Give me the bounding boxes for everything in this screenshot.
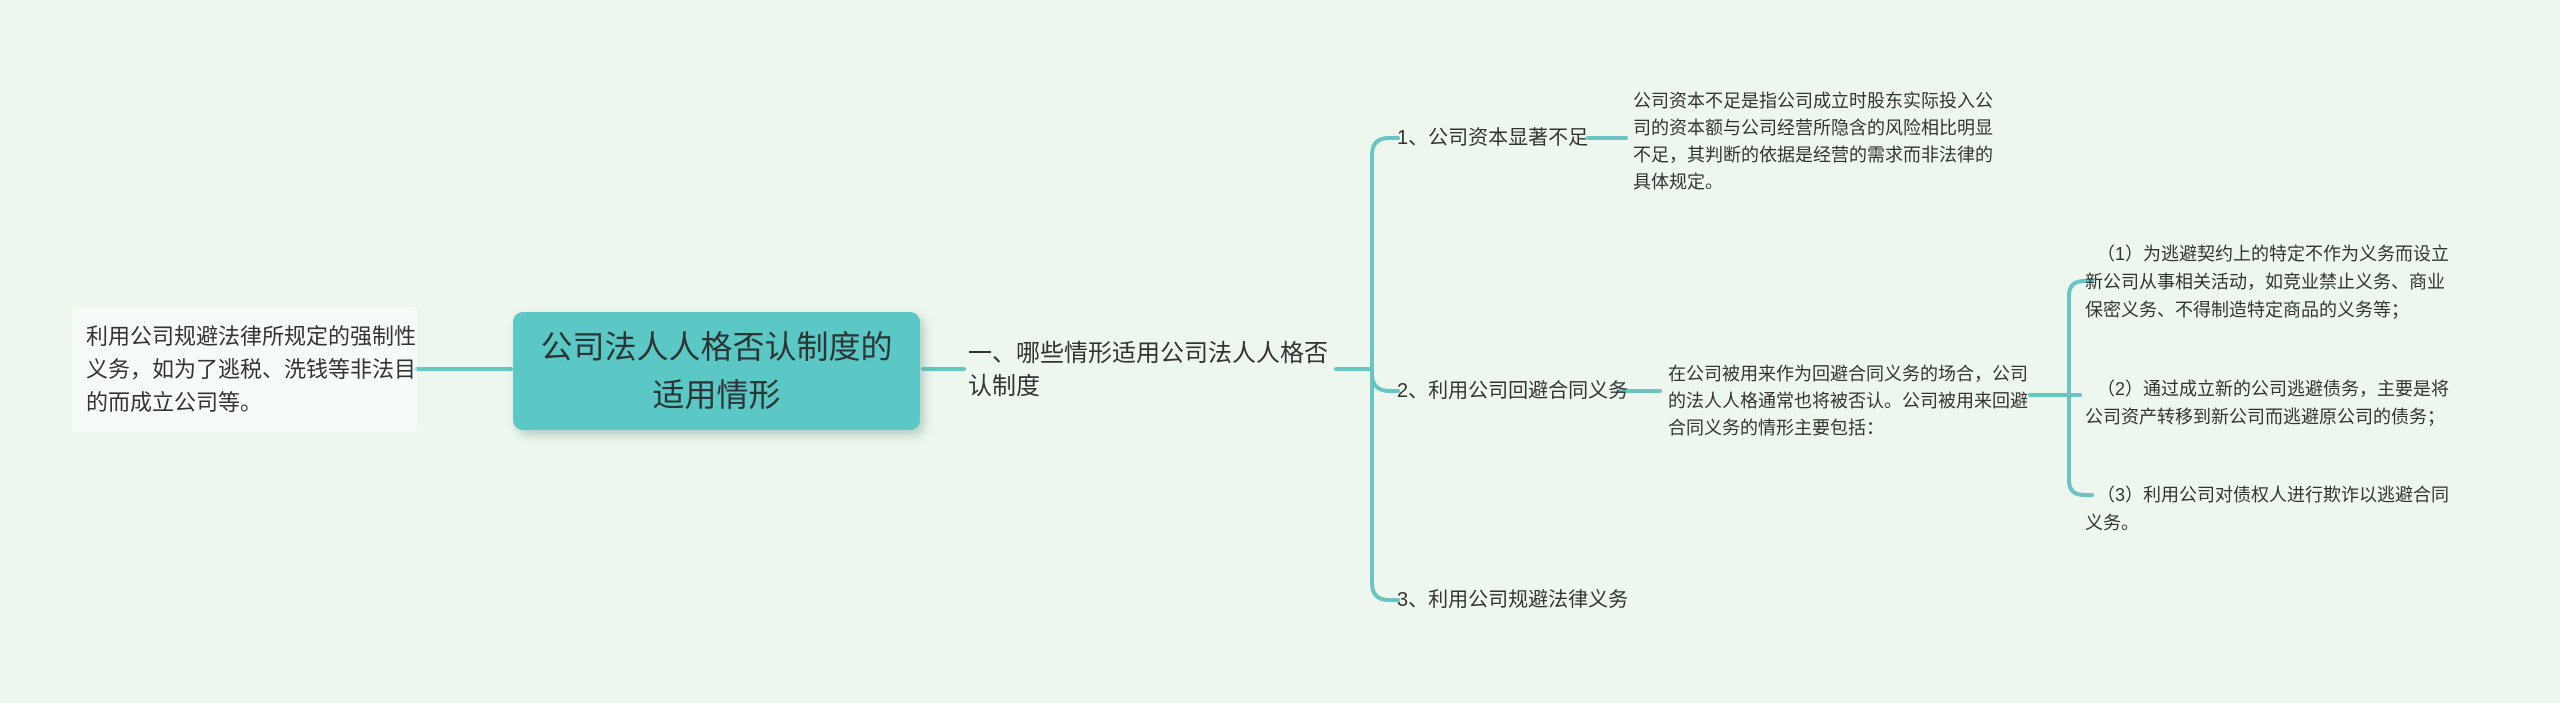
left-note-text[interactable]: 利用公司规避法律所规定的强制性 义务，如为了逃税、洗钱等非法目 的而成立公司等。 [86, 324, 417, 415]
bracket-level1-children [1370, 136, 1400, 602]
branch-2-detail[interactable]: 在公司被用来作为回避合同义务的场合，公司 的法人人格通常也将被否认。公司被用来回… [1668, 364, 2028, 438]
branch-2-child-1[interactable]: （1）为逃避契约上的特定不作为义务而设立 新公司从事相关活动，如竞业禁止义务、商… [2085, 244, 2450, 320]
branch-2-label[interactable]: 2、利用公司回避合同义务 [1397, 380, 1629, 402]
root-topic-node[interactable]: 公司法人人格否认制度的 适用情形 [513, 312, 920, 430]
branch-1-label[interactable]: 1、公司资本显著不足 [1397, 127, 1589, 149]
bracket-branch-2-children [2067, 279, 2094, 497]
left-note-highlight [72, 307, 417, 432]
bracket-branch-2-elbow [1370, 372, 1400, 393]
branch-2-child-3[interactable]: （3）利用公司对债权人进行欺诈以逃避合同 义务。 [2085, 485, 2450, 533]
branch-1-detail[interactable]: 公司资本不足是指公司成立时股东实际投入公 司的资本额与公司经营所隐含的风险相比明… [1633, 91, 1993, 192]
level1-topic-node[interactable]: 一、哪些情形适用公司法人人格否 认制度 [968, 340, 1328, 400]
branch-2-child-2[interactable]: （2）通过成立新的公司逃避债务，主要是将 公司资产转移到新公司而逃避原公司的债务… [2085, 379, 2450, 427]
branch-3-label[interactable]: 3、利用公司规避法律义务 [1397, 589, 1629, 611]
